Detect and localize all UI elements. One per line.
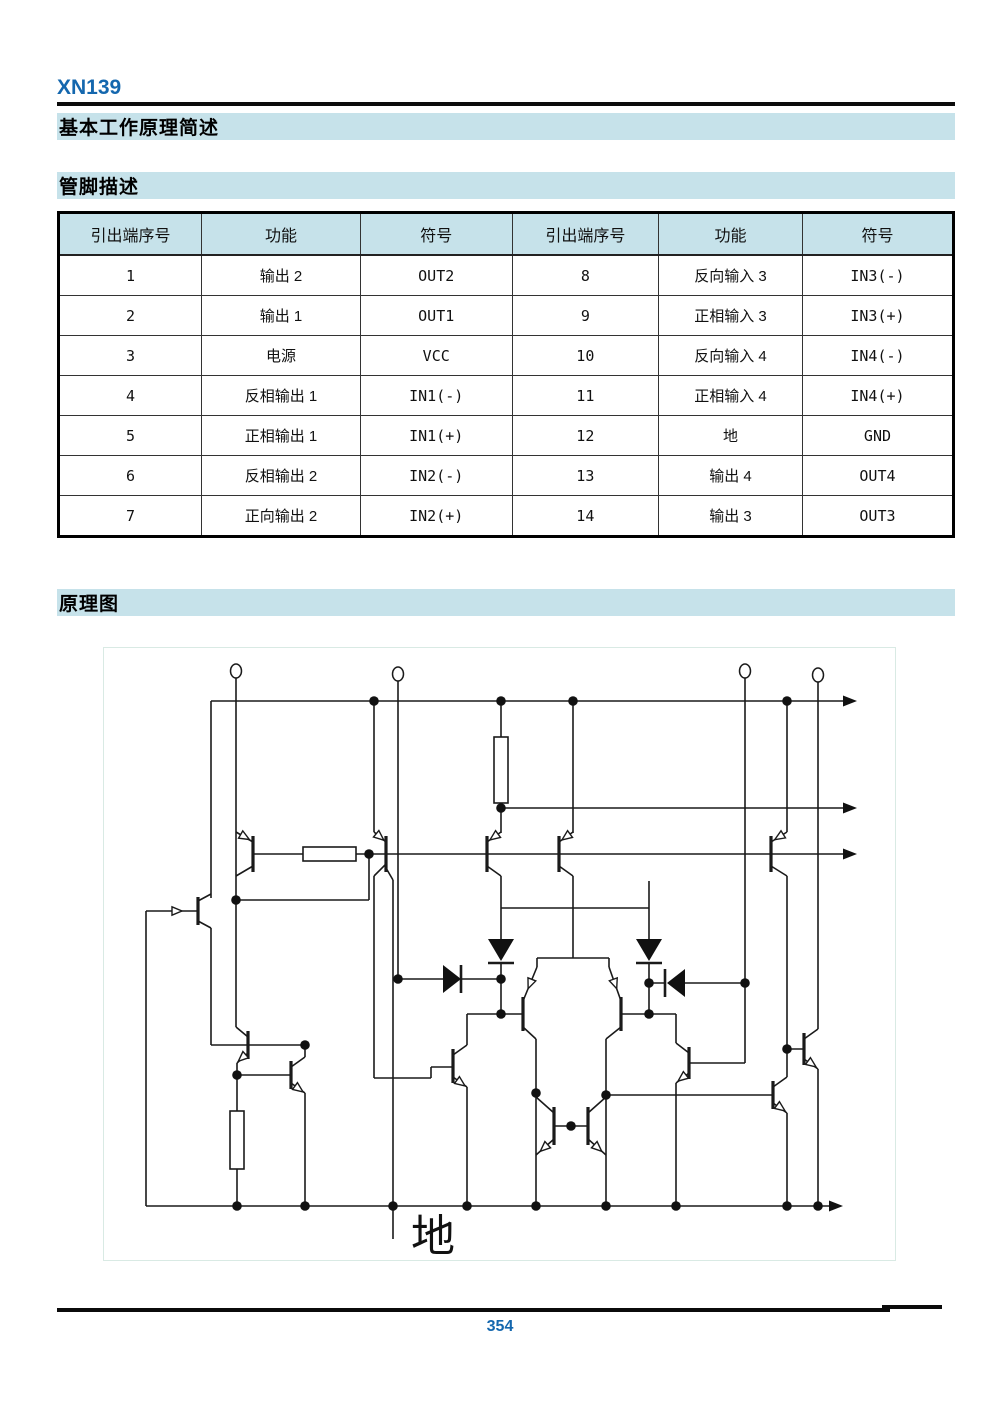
section-bar-schematic: 原理图 (57, 589, 955, 616)
product-title: XN139 (57, 76, 122, 99)
section-title-principle: 基本工作原理简述 (59, 118, 220, 139)
pin-function-cell: 输出 1 (201, 295, 361, 336)
pin-symbol-cell: IN1(-) (359, 375, 513, 416)
schematic-rails (146, 700, 843, 1207)
pin-number-header: 引出端序号 (57, 212, 203, 256)
footer-rule-step (882, 1305, 942, 1309)
pin-number-cell: 11 (511, 375, 660, 416)
pin-symbol-cell: GND (801, 415, 955, 456)
schematic-vertical-wires (145, 678, 819, 1239)
rail-arrowheads (829, 695, 857, 1212)
pin-symbol-cell: IN2(+) (359, 495, 513, 537)
pin-symbol-cell: OUT3 (801, 495, 955, 537)
schematic-transistor-elbows (146, 831, 819, 1156)
schematic-frame: 地 (103, 647, 896, 1261)
pin-symbol-header: 符号 (801, 212, 955, 256)
diode-left (667, 969, 685, 997)
resistor-horizontal (302, 846, 357, 862)
pin-number-cell: 8 (511, 254, 660, 296)
pin-symbol-cell: IN3(+) (801, 295, 955, 336)
pin-number-cell: 6 (57, 455, 203, 496)
section-title-pins: 管脚描述 (59, 177, 140, 198)
resistor-bias (229, 1110, 245, 1170)
pin-function-cell: 反相输出 1 (201, 375, 361, 416)
pin-number-cell: 3 (57, 335, 203, 376)
terminal-icon-1 (229, 663, 243, 679)
diode-right (443, 965, 461, 993)
pin-function-cell: 正相输入 4 (658, 375, 803, 416)
pin-number-header: 引出端序号 (511, 212, 660, 256)
pin-number-cell: 10 (511, 335, 660, 376)
terminal-icon-3 (738, 663, 752, 679)
diode-cathode-bars (459, 961, 667, 997)
pin-function-header: 功能 (658, 212, 803, 256)
resistor-vcc (493, 736, 509, 804)
pin-function-cell: 电源 (201, 335, 361, 376)
schematic-diagram: 地 (145, 663, 857, 1260)
pin-function-cell: 反向输入 3 (658, 254, 803, 296)
terminal-icons (229, 663, 825, 683)
terminal-icon-4 (811, 667, 825, 683)
pin-number-cell: 14 (511, 495, 660, 537)
pin-number-cell: 13 (511, 455, 660, 496)
ground-label: 地 (411, 1212, 455, 1260)
pin-symbol-cell: IN4(+) (801, 375, 955, 416)
terminal-icon-2 (391, 666, 405, 682)
pin-function-cell: 输出 2 (201, 254, 361, 296)
pin-function-header: 功能 (201, 212, 361, 256)
pin-symbol-cell: IN3(-) (801, 254, 955, 296)
diode-down-right (636, 939, 662, 961)
page-number: 354 (486, 1318, 514, 1335)
pin-symbol-cell: IN4(-) (801, 335, 955, 376)
pin-number-cell: 1 (57, 254, 203, 296)
section-bar-principle: 基本工作原理简述 (57, 113, 955, 140)
header-rule (57, 102, 955, 106)
transistor-base-bars (196, 836, 806, 1145)
pin-number-cell: 2 (57, 295, 203, 336)
emitter-arrows (171, 829, 818, 1153)
footer-rule (57, 1308, 890, 1312)
pin-number-cell: 12 (511, 415, 660, 456)
pin-symbol-header: 符号 (359, 212, 513, 256)
diode-down-left (488, 939, 514, 961)
pin-function-cell: 正相输入 3 (658, 295, 803, 336)
pin-symbol-cell: OUT4 (801, 455, 955, 496)
junction-dots (231, 696, 823, 1211)
pin-symbol-cell: IN2(-) (359, 455, 513, 496)
pin-function-cell: 输出 4 (658, 455, 803, 496)
pin-function-cell: 反向输入 4 (658, 335, 803, 376)
pin-symbol-cell: IN1(+) (359, 415, 513, 456)
pin-function-cell: 输出 3 (658, 495, 803, 537)
pin-table-header-row: 引出端序号功能符号引出端序号功能符号 (57, 212, 955, 256)
section-bar-pins: 管脚描述 (57, 172, 955, 199)
pin-symbol-cell: VCC (359, 335, 513, 376)
pin-number-cell: 9 (511, 295, 660, 336)
pin-table-head: 引出端序号功能符号引出端序号功能符号 (57, 212, 955, 256)
pin-number-cell: 4 (57, 375, 203, 416)
schematic-horizontal-wires (211, 899, 804, 1127)
pin-symbol-cell: OUT1 (359, 295, 513, 336)
pin-function-cell: 正相输出 1 (201, 415, 361, 456)
pin-number-cell: 5 (57, 415, 203, 456)
pin-number-cell: 7 (57, 495, 203, 537)
pin-function-cell: 反相输出 2 (201, 455, 361, 496)
pin-function-cell: 正向输出 2 (201, 495, 361, 537)
section-title-schematic: 原理图 (59, 594, 120, 615)
pin-function-cell: 地 (658, 415, 803, 456)
pin-symbol-cell: OUT2 (359, 254, 513, 296)
